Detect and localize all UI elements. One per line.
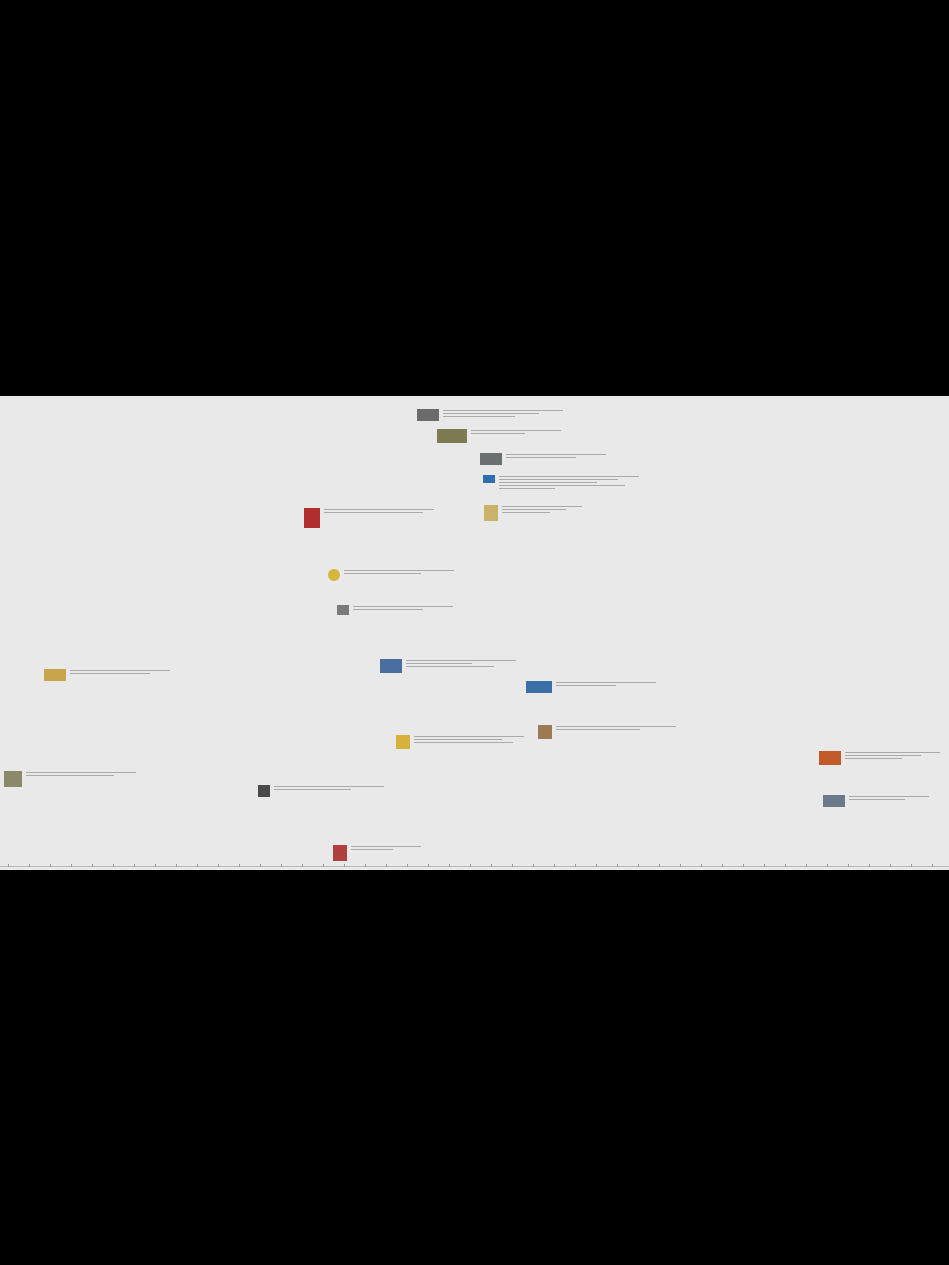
timeline-event[interactable] [823,790,943,810]
axis-tick [92,864,93,867]
axis-tick [575,864,576,867]
axis-tick [50,864,51,867]
timeline-event[interactable] [483,470,643,500]
axis-tick [428,864,429,867]
timeline-event[interactable] [819,746,944,770]
timeline-event[interactable] [258,780,388,798]
axis-tick [848,864,849,867]
axis-tick [701,864,702,867]
axis-tick [344,864,345,867]
axis-tick [365,864,366,867]
event-thumbnail [44,669,66,681]
axis-tick [512,864,513,867]
event-thumbnail [437,429,467,443]
axis-tick [302,864,303,867]
timeline-canvas[interactable] [0,396,949,870]
timeline-event[interactable] [484,500,584,524]
axis-tick [260,864,261,867]
axis-tick [911,864,912,867]
axis-tick [680,864,681,867]
timeline-event[interactable] [4,766,144,790]
axis-tick [932,864,933,867]
timeline-event[interactable] [480,448,610,466]
axis-tick [449,864,450,867]
axis-tick [29,864,30,867]
axis-tick [239,864,240,867]
axis-tick [596,864,597,867]
axis-tick [281,864,282,867]
axis-tick [764,864,765,867]
axis-tick [218,864,219,867]
axis-tick [785,864,786,867]
timeline-event[interactable] [526,676,666,694]
event-thumbnail [819,751,841,765]
axis-tick [890,864,891,867]
axis-tick [554,864,555,867]
axis-tick [617,864,618,867]
event-thumbnail [823,795,845,807]
event-thumbnail [483,475,495,483]
axis-tick [491,864,492,867]
event-thumbnail [4,771,22,787]
axis-tick [659,864,660,867]
event-thumbnail [538,725,552,739]
event-thumbnail [480,453,502,465]
timeline-event[interactable] [437,424,567,444]
event-thumbnail [333,845,347,861]
timeline-event[interactable] [333,840,433,862]
axis-tick [743,864,744,867]
event-thumbnail [258,785,270,797]
axis-tick [71,864,72,867]
timeline-axis [0,866,949,867]
event-thumbnail [396,735,410,749]
event-thumbnail [304,508,320,528]
axis-tick [155,864,156,867]
timeline-event[interactable] [396,730,536,750]
event-thumbnail [417,409,439,421]
axis-tick [869,864,870,867]
axis-tick [386,864,387,867]
axis-tick [533,864,534,867]
axis-tick [134,864,135,867]
timeline-event[interactable] [304,503,444,529]
event-thumbnail [337,605,349,615]
axis-tick [407,864,408,867]
event-thumbnail [526,681,552,693]
event-thumbnail [328,569,340,581]
timeline-event[interactable] [328,564,458,582]
axis-tick [827,864,828,867]
axis-tick [638,864,639,867]
timeline-event[interactable] [380,654,530,673]
timeline-event[interactable] [417,404,567,422]
axis-tick [8,864,9,867]
axis-tick [176,864,177,867]
event-thumbnail [380,659,402,673]
timeline-event[interactable] [337,600,467,616]
axis-tick [113,864,114,867]
timeline-event[interactable] [538,720,688,740]
axis-tick [806,864,807,867]
event-thumbnail [484,505,498,521]
axis-tick [470,864,471,867]
timeline-event[interactable] [44,664,174,684]
axis-tick [722,864,723,867]
axis-tick [197,864,198,867]
axis-tick [323,864,324,867]
